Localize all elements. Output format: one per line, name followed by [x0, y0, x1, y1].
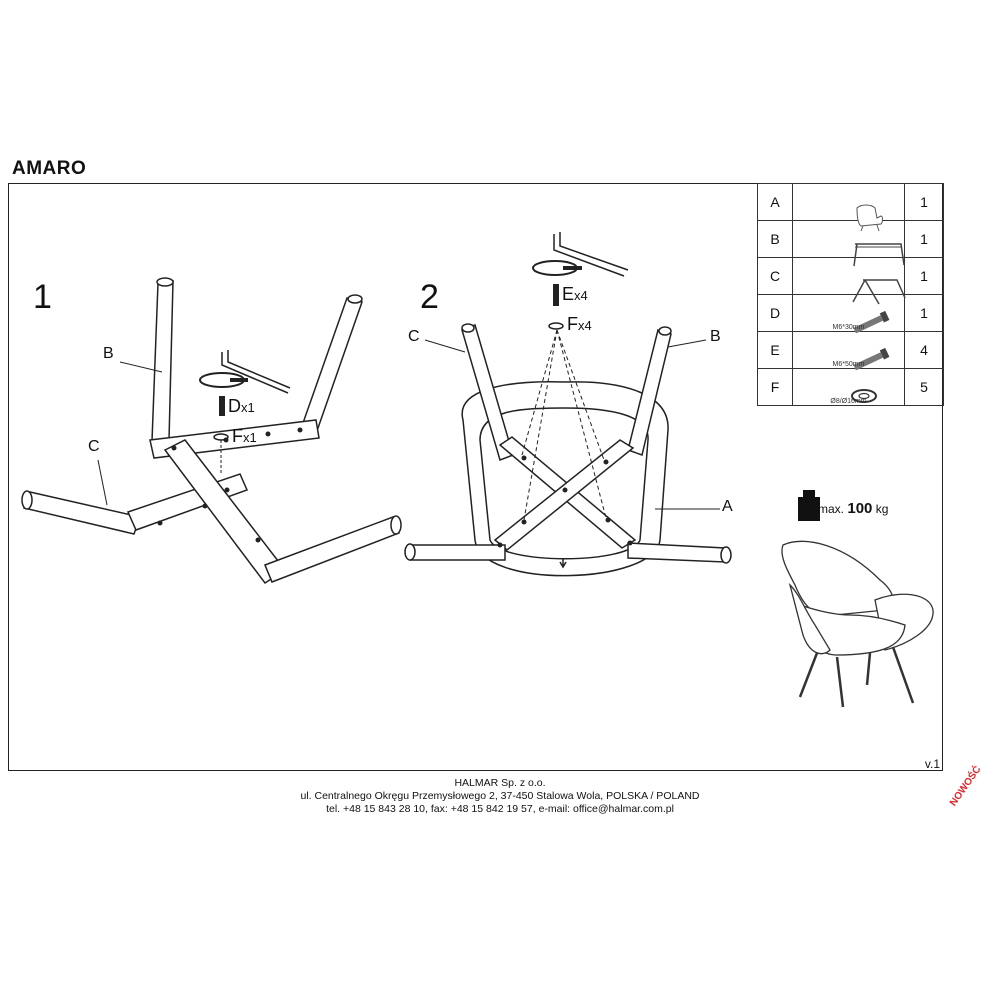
part-caption: Ø8/Ø16mm — [830, 398, 867, 405]
step-1-label-b: B — [103, 345, 114, 362]
step-1-number: 1 — [33, 278, 52, 316]
parts-row: D M6*30mm 1 — [757, 294, 944, 334]
part-image — [792, 220, 905, 267]
part-quantity: 4 — [904, 331, 944, 369]
step2-leg-front-left — [409, 544, 506, 561]
bolt-e-icon — [553, 284, 559, 306]
hw-d-label: Dx1 — [228, 396, 255, 416]
parts-row: F Ø8/Ø16mm 5 — [757, 368, 944, 406]
part-letter: D — [757, 294, 793, 332]
part-letter: E — [757, 331, 793, 369]
part-quantity: 5 — [904, 368, 944, 406]
hex-key-icon — [221, 350, 291, 394]
max-load-label: max. 100 kg — [818, 500, 889, 517]
product-title: AMARO — [12, 158, 87, 179]
part-quantity: 1 — [904, 220, 944, 258]
step-2-label-b: B — [710, 328, 721, 345]
assembled-chair-illustration — [781, 540, 934, 708]
hw-f-label-step1: Fx1 — [232, 426, 257, 446]
rotate-arrow-icon-step2 — [532, 260, 582, 276]
footer-address: ul. Centralnego Okręgu Przemysłowego 2, … — [300, 790, 700, 802]
part-letter: C — [757, 257, 793, 295]
bolt-d-icon — [219, 396, 225, 416]
step2-leg-front-right — [627, 542, 726, 563]
part-quantity: 1 — [904, 257, 944, 295]
part-image: M6*50mm — [792, 331, 905, 371]
hw-f-label-step2: Fx4 — [567, 314, 592, 334]
part-image — [792, 183, 905, 232]
parts-row: E M6*50mm 4 — [757, 331, 944, 371]
step-2-number: 2 — [420, 278, 439, 316]
part-letter: A — [757, 183, 793, 221]
step-2-label-a: A — [722, 498, 733, 515]
footer-contact: tel. +48 15 843 28 10, fax: +48 15 842 1… — [326, 803, 674, 815]
instruction-frame — [8, 183, 943, 771]
part-letter: B — [757, 220, 793, 258]
footer-company: HALMAR Sp. z o.o. — [454, 777, 546, 789]
hex-key-icon-step2 — [553, 232, 629, 277]
part-caption: M6*30mm — [832, 324, 865, 331]
part-quantity: 1 — [904, 183, 944, 221]
washer-f-icon-step2 — [548, 322, 564, 330]
rotate-arrow-icon — [199, 372, 248, 388]
part-image — [792, 257, 906, 305]
part-image: Ø8/Ø16mm — [792, 368, 905, 406]
part-image: M6*30mm — [792, 294, 905, 334]
part-quantity: 1 — [904, 294, 944, 332]
version-label: v.1 — [924, 757, 940, 771]
part-caption: M6*50mm — [832, 361, 865, 368]
weight-icon — [798, 490, 820, 521]
part-letter: F — [757, 368, 793, 406]
step-2-label-c: C — [408, 328, 420, 345]
step-1-label-c: C — [88, 438, 100, 455]
step2-cross-2 — [493, 439, 635, 551]
hw-e-label: Ex4 — [562, 284, 588, 304]
